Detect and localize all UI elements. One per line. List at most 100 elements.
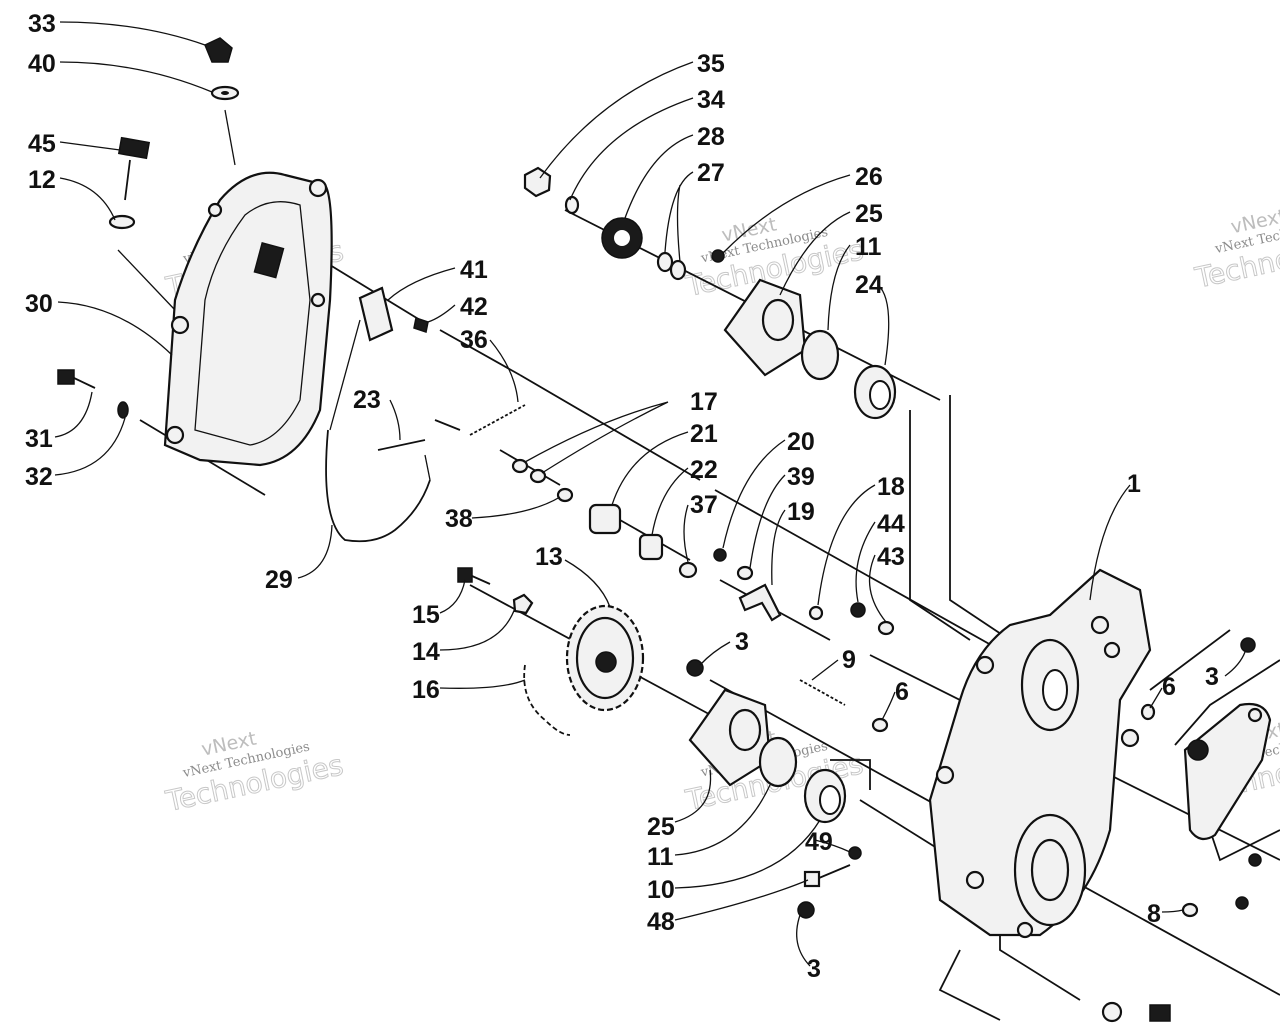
callout-24: 24 xyxy=(855,271,883,299)
part-9-stud xyxy=(799,679,846,706)
callout-22: 22 xyxy=(690,456,718,484)
part-31-bolt xyxy=(57,369,96,389)
callout-21: 21 xyxy=(690,420,718,448)
part-32-lockwasher xyxy=(117,401,129,419)
part-17-washers xyxy=(511,458,547,484)
part-41-plate xyxy=(358,286,394,342)
part-19-lever xyxy=(738,583,782,622)
part-11-ring-lower xyxy=(758,736,798,788)
callout-18: 18 xyxy=(877,473,905,501)
part-42-screw xyxy=(413,317,429,333)
part-lower-nuts-right xyxy=(1101,853,1262,1023)
callout-3-upper: 3 xyxy=(735,628,749,656)
callout-25-lower: 25 xyxy=(647,813,675,841)
part-25-bearing-flange-upper xyxy=(723,278,807,377)
part-6-washer-right xyxy=(1140,703,1156,721)
part-3-nut-lower xyxy=(797,901,815,919)
callout-44: 44 xyxy=(877,510,905,538)
callout-49: 49 xyxy=(805,828,833,856)
callout-43: 43 xyxy=(877,543,905,571)
part-28-sprocket xyxy=(601,217,643,259)
callout-13: 13 xyxy=(535,543,563,571)
callout-8: 8 xyxy=(1147,900,1161,928)
callout-9: 9 xyxy=(842,646,856,674)
part-6-washer xyxy=(871,717,889,733)
part-20-nut xyxy=(713,548,727,562)
part-3-nut-right xyxy=(1240,637,1256,653)
callout-14: 14 xyxy=(412,638,440,666)
callout-39: 39 xyxy=(787,463,815,491)
part-23-pin xyxy=(377,439,426,451)
callout-15: 15 xyxy=(412,601,440,629)
part-22-bushing xyxy=(638,533,664,561)
callout-11-upper: 11 xyxy=(855,233,882,261)
callout-34: 34 xyxy=(697,86,725,114)
callout-42: 42 xyxy=(460,293,488,321)
callout-1: 1 xyxy=(1127,470,1141,498)
callout-29: 29 xyxy=(265,566,293,594)
callout-17: 17 xyxy=(690,388,718,416)
callout-41: 41 xyxy=(460,256,488,284)
part-15-bolt xyxy=(457,567,491,585)
part-18-ball xyxy=(808,605,824,621)
callout-28: 28 xyxy=(697,123,725,151)
callout-38: 38 xyxy=(445,505,473,533)
callout-25-upper: 25 xyxy=(855,200,883,228)
part-21-roller xyxy=(588,503,622,535)
callout-6-center: 6 xyxy=(895,678,909,706)
part-45-dipstick xyxy=(117,136,151,201)
part-36-spring xyxy=(469,404,526,436)
callout-36: 36 xyxy=(460,326,488,354)
part-44-nut xyxy=(850,602,866,618)
callout-3-right: 3 xyxy=(1205,663,1219,691)
part-16-chain xyxy=(523,664,571,736)
part-34-washer xyxy=(564,195,580,215)
part-39-washer xyxy=(736,565,754,581)
callout-26: 26 xyxy=(855,163,883,191)
part-37-washer xyxy=(678,561,698,579)
part-40-washer xyxy=(210,85,240,101)
callout-10: 10 xyxy=(647,876,675,904)
part-25-bearing-flange-lower xyxy=(688,688,772,787)
callout-12: 12 xyxy=(28,166,56,194)
callout-37: 37 xyxy=(690,491,718,519)
part-11-ring-upper xyxy=(800,329,840,381)
callout-11-lower: 11 xyxy=(647,843,674,871)
part-49-washer xyxy=(848,846,862,860)
watermark-left-bottom: vNext vNext Technologies Technologies xyxy=(162,728,347,819)
callout-27: 27 xyxy=(697,159,725,187)
callout-33: 33 xyxy=(28,10,56,38)
part-33-plug xyxy=(204,37,233,63)
part-8-washer xyxy=(1181,902,1199,918)
callout-30: 30 xyxy=(25,290,53,318)
callout-16: 16 xyxy=(412,676,440,704)
part-3-nut-upper xyxy=(686,659,704,677)
part-14-washer xyxy=(512,593,534,615)
part-1-chaincase-housing xyxy=(928,568,1152,939)
callout-31: 31 xyxy=(25,425,53,453)
callout-32: 32 xyxy=(25,463,53,491)
part-26-nut xyxy=(711,249,725,263)
callout-35: 35 xyxy=(697,50,725,78)
part-24-bearing-upper xyxy=(853,364,897,420)
part-13-sprocket xyxy=(565,604,645,712)
watermark-right-top: vNext vNext Technologies Technologies xyxy=(1191,205,1280,295)
callout-45: 45 xyxy=(28,130,56,158)
part-48-bolt xyxy=(803,864,851,888)
part-12-washer xyxy=(108,214,136,230)
part-27-washers xyxy=(656,251,687,281)
callout-40: 40 xyxy=(28,50,56,78)
callout-labels: 33 40 45 12 30 31 32 35 34 28 27 26 25 1… xyxy=(25,10,1219,983)
callout-3-lower: 3 xyxy=(807,955,821,983)
part-30-chaincase-cover xyxy=(163,171,333,467)
part-43-washer xyxy=(877,620,895,636)
part-29-cable xyxy=(325,429,431,543)
callout-23: 23 xyxy=(353,386,381,414)
part-10-bearing-lower xyxy=(803,768,847,824)
part-35-nut xyxy=(523,166,552,198)
callout-20: 20 xyxy=(787,428,815,456)
callout-19: 19 xyxy=(787,498,815,526)
callout-6-right: 6 xyxy=(1162,673,1176,701)
callout-48: 48 xyxy=(647,908,675,936)
